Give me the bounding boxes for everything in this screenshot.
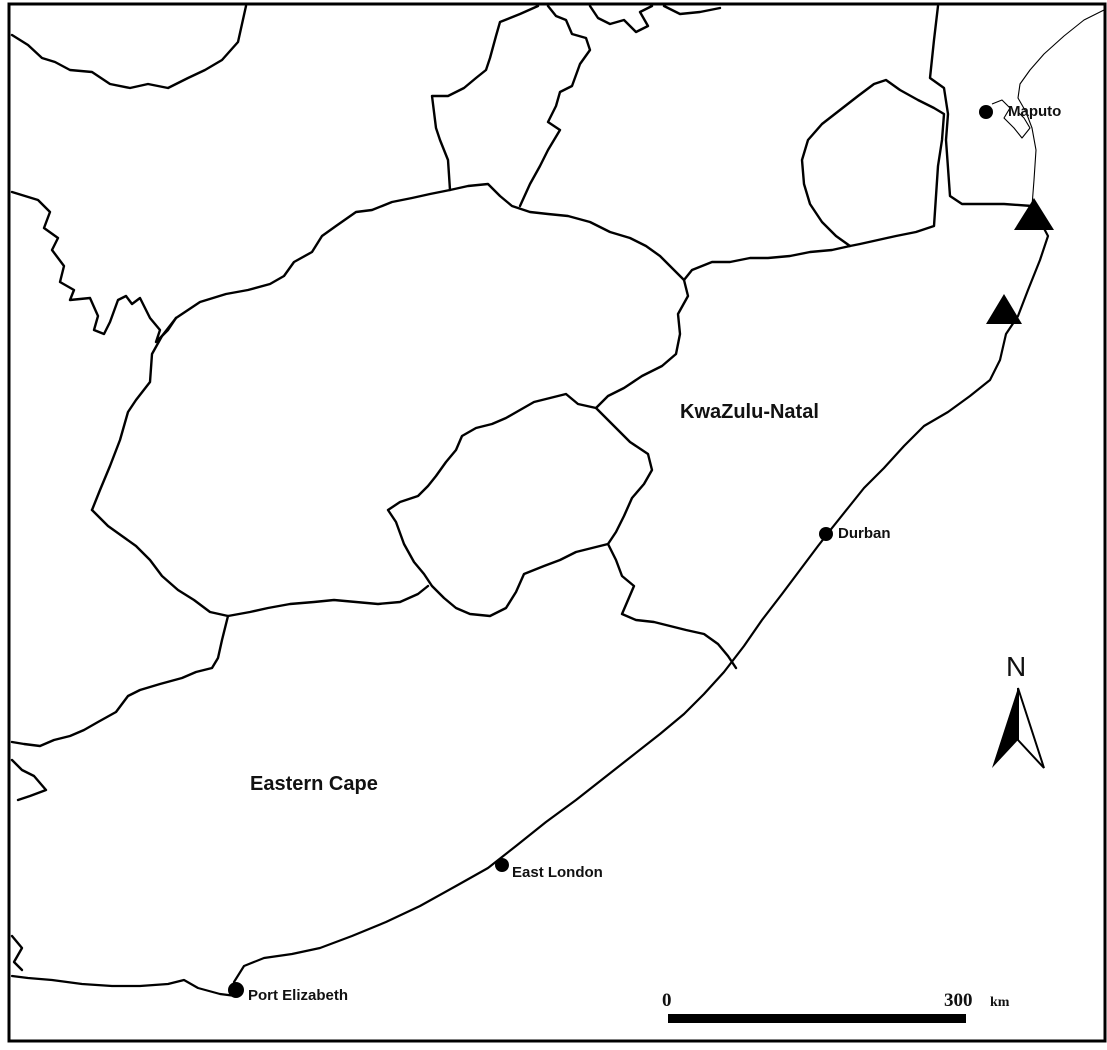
scale-unit-label: km	[990, 995, 1010, 1010]
scale-start-label: 0	[662, 990, 672, 1011]
border-top-left	[10, 4, 248, 90]
border-north-central-2	[518, 4, 592, 208]
coastline	[10, 204, 1050, 998]
border-free-state-south	[90, 508, 430, 618]
border-lesotho	[386, 392, 654, 618]
border-mozambique	[928, 4, 1034, 208]
city-dots	[228, 105, 993, 998]
maputo-coast	[991, 9, 1105, 207]
city-label-port-elizabeth: Port Elizabeth	[248, 987, 348, 1004]
city-dot-maputo	[979, 105, 993, 119]
city-dot-port-elizabeth	[228, 982, 244, 998]
border-free-state-west	[90, 316, 178, 512]
city-label-durban: Durban	[838, 525, 891, 542]
region-label-kwazulu-natal: KwaZulu-Natal	[680, 401, 819, 423]
scale-bar-line	[668, 1014, 966, 1023]
north-arrow-outline	[1017, 687, 1045, 769]
province-borders	[10, 4, 1034, 972]
triangle-marker-icon	[1014, 198, 1054, 230]
city-dot-east-london	[495, 858, 509, 872]
border-west-stub	[10, 758, 48, 802]
border-ec-wc	[10, 614, 230, 748]
map-border	[7, 2, 1107, 1043]
region-label-eastern-cape: Eastern Cape	[250, 773, 378, 795]
border-swaziland	[800, 78, 946, 248]
scale-end-label: 300	[944, 990, 973, 1011]
border-kzn-ec	[606, 542, 738, 670]
triangle-marker-icon	[986, 294, 1022, 324]
scale-bar: 0 300 km	[662, 990, 1010, 1023]
border-north-tiny	[588, 4, 722, 34]
city-label-east-london: East London	[512, 864, 603, 881]
border-left-north	[10, 190, 178, 344]
north-arrow-icon	[992, 688, 1018, 768]
north-arrow: N	[992, 651, 1045, 769]
border-free-state	[174, 182, 690, 410]
north-label: N	[1006, 651, 1026, 682]
border-kzn-north	[682, 244, 852, 282]
city-label-maputo: Maputo	[1008, 103, 1061, 120]
city-dot-durban	[819, 527, 833, 541]
site-markers	[986, 198, 1054, 324]
border-north-central	[430, 4, 540, 192]
border-sw-stub	[10, 934, 24, 972]
